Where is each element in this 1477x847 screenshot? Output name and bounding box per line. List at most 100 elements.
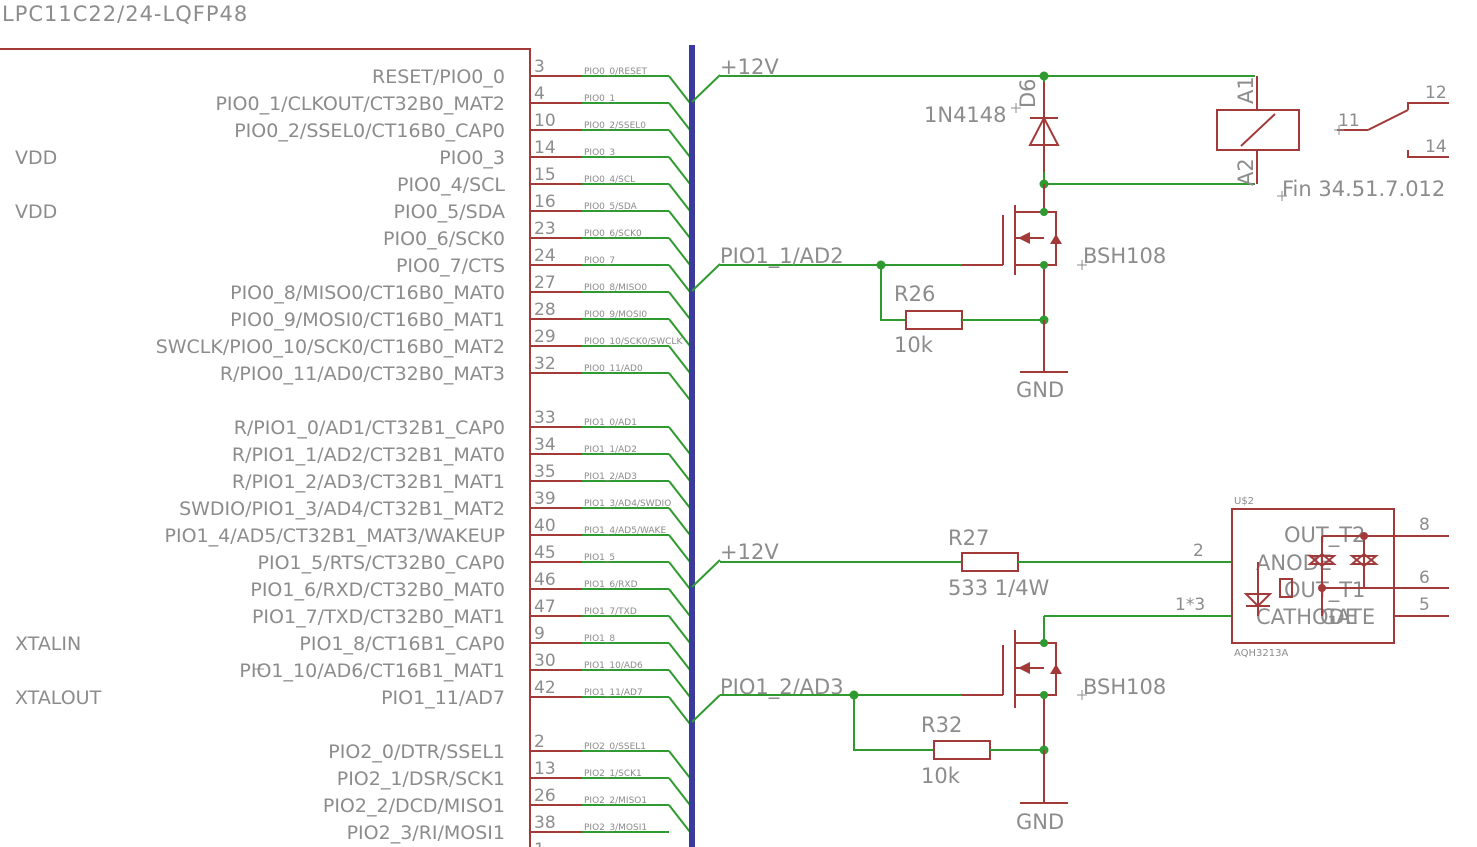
bus-entry bbox=[668, 588, 691, 617]
resistor-r32-name: R32 bbox=[921, 713, 962, 737]
mcu-pin-name: PIO1_11/AD7 bbox=[381, 687, 505, 709]
bus-entry bbox=[668, 480, 691, 509]
net-label-pio1-2: PIO1_2/AD3 bbox=[720, 675, 844, 700]
mcu-pin-number: 27 bbox=[534, 273, 556, 293]
mcu-pin-number: 28 bbox=[534, 300, 556, 320]
bus-tap-pio1-1 bbox=[691, 263, 721, 292]
ic-pin-8: 8 bbox=[1419, 515, 1430, 535]
resistor-r26-name: R26 bbox=[894, 282, 935, 306]
ic-aqh3213a-body bbox=[1231, 508, 1395, 644]
mcu-pin-number: 40 bbox=[534, 516, 556, 536]
mcu-pin-number: 35 bbox=[534, 462, 556, 482]
contact-14-label: 14 bbox=[1425, 137, 1447, 157]
ic-triac-b bbox=[1349, 552, 1379, 565]
contact-switch-arm bbox=[1367, 109, 1409, 131]
bus-entry bbox=[668, 75, 691, 104]
mcu-pin-name: R/PIO1_0/AD1/CT32B1_CAP0 bbox=[234, 417, 505, 439]
mcu-pin-net-label: PIO1_10/AD6 bbox=[584, 661, 643, 671]
bus-entry bbox=[668, 210, 691, 239]
mcu-pin-name: SWDIO/PIO1_3/AD4/CT32B1_MAT2 bbox=[179, 498, 505, 520]
mcu-pin-number: 46 bbox=[534, 570, 556, 590]
bus-entry bbox=[668, 453, 691, 482]
resistor-r27-name: R27 bbox=[948, 526, 989, 550]
mcu-pin-number: 42 bbox=[534, 678, 556, 698]
mcu-pin-name: PIO0_3 bbox=[439, 147, 505, 169]
bus-entry bbox=[668, 318, 691, 347]
mcu-pin-net-label: PIO1_1/AD2 bbox=[584, 445, 637, 455]
mcu-pin-number: 3 bbox=[534, 57, 545, 77]
mcu-pin-net-label: PIO1_0/AD1 bbox=[584, 418, 637, 428]
mcu-pin-net-label: PIO0_4/SCL bbox=[584, 175, 635, 185]
mcu-pin-name: PIO0_2/SSEL0/CT16B0_CAP0 bbox=[234, 120, 505, 142]
resistor-r26 bbox=[905, 310, 963, 330]
mcu-pin-name: PIO0_9/MOSI0/CT16B0_MAT1 bbox=[230, 309, 505, 331]
mcu-pin-net-label: PIO2_3/MOSI1 bbox=[584, 823, 647, 833]
ic-pin-5: 5 bbox=[1419, 595, 1430, 615]
mcu-pin-number: 10 bbox=[534, 111, 556, 131]
bus-entry bbox=[668, 615, 691, 644]
origin-markers bbox=[254, 103, 1344, 700]
mcu-pin-net-label: PIO0_0/RESET bbox=[584, 67, 647, 77]
wire-r32-left bbox=[853, 695, 934, 751]
bus-entry bbox=[668, 750, 691, 779]
mcu-pin-name: PIO1_4/AD5/CT32B1_MAT3/WAKEUP bbox=[165, 525, 505, 547]
bus-entry bbox=[668, 237, 691, 266]
mcu-pin-number: 23 bbox=[534, 219, 556, 239]
mcu-title: LPC11C22/24-LQFP48 bbox=[2, 2, 248, 26]
mosfet-arrow bbox=[1018, 232, 1030, 244]
ssr-pin-2: 2 bbox=[1193, 541, 1204, 561]
bus-entry bbox=[668, 426, 691, 455]
ic-triac-a bbox=[1307, 552, 1337, 565]
mcu-pin-net-label: PIO1_2/AD3 bbox=[584, 472, 637, 482]
mcu-pin-number: 24 bbox=[534, 246, 556, 266]
resistor-r32-value: 10k bbox=[921, 764, 961, 788]
mcu-pin-name: PIO0_5/SDA bbox=[394, 201, 505, 223]
bus-entry bbox=[668, 156, 691, 185]
ic-pin-6: 6 bbox=[1419, 568, 1430, 588]
mcu-pin-net-label: PIO1_8 bbox=[584, 634, 615, 644]
bus-entry bbox=[668, 534, 691, 563]
mcu-pin-net-label: PIO0_5/SDA bbox=[584, 202, 638, 212]
mosfet-body-diode bbox=[1050, 664, 1062, 674]
mcu-pin-net-label: PIO0_10/SCK0/SWCLK bbox=[584, 337, 683, 347]
ic-label-gate: GATE bbox=[1320, 605, 1375, 629]
junction-dot bbox=[1040, 639, 1048, 647]
mcu-pin-net-label: PIO1_11/AD7 bbox=[584, 688, 643, 698]
mcu-pin-name: PIO2_1/DSR/SCK1 bbox=[337, 768, 505, 790]
mcu-body-outline bbox=[0, 48, 531, 847]
mcu-pin-number: 9 bbox=[534, 624, 545, 644]
bus-tap-12v-bottom bbox=[691, 559, 721, 588]
mcu-pin-net-label: PIO0_11/AD0 bbox=[584, 364, 643, 374]
wire-r26-left bbox=[880, 265, 906, 321]
mosfet-arrow bbox=[1018, 662, 1030, 674]
mcu-pin-net-label: PIO1_5 bbox=[584, 553, 615, 563]
resistor-r32 bbox=[933, 740, 991, 760]
mcu-pin-number: 32 bbox=[534, 354, 556, 374]
bus-entry bbox=[668, 507, 691, 536]
mcu-pin-number: 4 bbox=[534, 84, 545, 104]
relay-value: Fin 34.51.7.012 bbox=[1282, 177, 1445, 201]
bus-entry bbox=[668, 696, 691, 725]
mcu-label-vdd: VDD bbox=[15, 201, 57, 223]
mcu-pin-name: PIO0_8/MISO0/CT16B0_MAT0 bbox=[230, 282, 505, 304]
diode-triangle bbox=[1028, 115, 1060, 146]
mcu-pin-name: PIO0_1/CLKOUT/CT32B0_MAT2 bbox=[215, 93, 505, 115]
mcu-pin-net-label: PIO0_6/SCK0 bbox=[584, 229, 642, 239]
mcu-pin-number: 34 bbox=[534, 435, 556, 455]
ic-internal-block bbox=[1279, 578, 1293, 598]
relay-pin-a2: A2 bbox=[1234, 158, 1258, 186]
mcu-pin-number: 39 bbox=[534, 489, 556, 509]
mcu-pin-number: 16 bbox=[534, 192, 556, 212]
